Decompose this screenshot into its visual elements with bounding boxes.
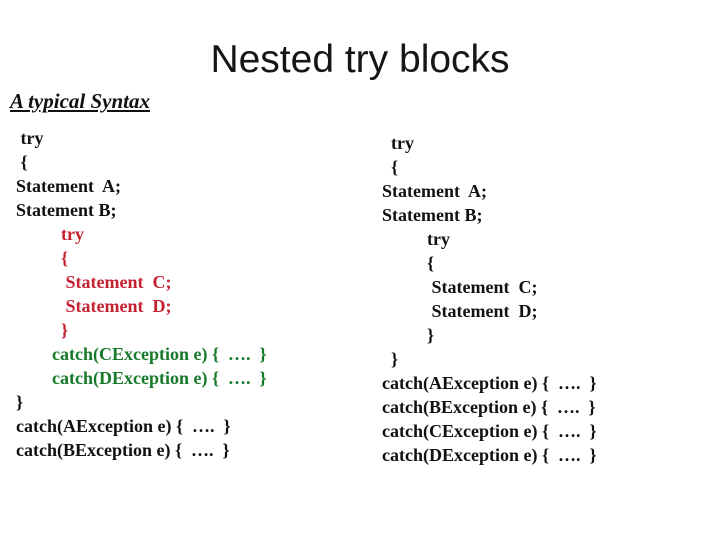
code-line: catch(AException e) { …. } <box>16 416 231 436</box>
code-line: { <box>382 253 435 273</box>
code-line: Statement A; <box>16 176 121 196</box>
code-line: try <box>382 133 414 153</box>
code-line: Statement A; <box>382 181 487 201</box>
subtitle-a-typical-syntax: A typical Syntax <box>10 89 151 113</box>
code-line: catch(BException e) { …. } <box>16 440 230 460</box>
code-line: } <box>16 392 24 412</box>
code-line: { <box>16 248 69 268</box>
code-line: catch(AException e) { …. } <box>382 373 597 393</box>
code-line: { <box>382 157 399 177</box>
code-line: catch(CException e) { …. } <box>16 344 267 364</box>
code-line: try <box>16 224 84 244</box>
code-block-sequential-catches: try { Statement A; Statement B; try { Stat… <box>382 131 597 467</box>
code-line: Statement D; <box>382 301 538 321</box>
code-line: Statement D; <box>16 296 172 316</box>
code-line: try <box>382 229 450 249</box>
code-line: Statement C; <box>16 272 172 292</box>
code-line: catch(DException e) { …. } <box>382 445 597 465</box>
code-line: catch(BException e) { …. } <box>382 397 596 417</box>
code-line: } <box>382 325 435 345</box>
code-line: } <box>382 349 399 369</box>
code-line: catch(DException e) { …. } <box>16 368 267 388</box>
code-line: catch(CException e) { …. } <box>382 421 597 441</box>
code-line: Statement C; <box>382 277 538 297</box>
code-line: try <box>16 128 44 148</box>
code-line: { <box>16 152 28 172</box>
code-block-nested-catches: try { Statement A; Statement B; try { Stat… <box>16 126 267 462</box>
code-line: Statement B; <box>382 205 483 225</box>
code-line: Statement B; <box>16 200 117 220</box>
code-line: } <box>16 320 69 340</box>
page-title: Nested try blocks <box>210 38 510 81</box>
